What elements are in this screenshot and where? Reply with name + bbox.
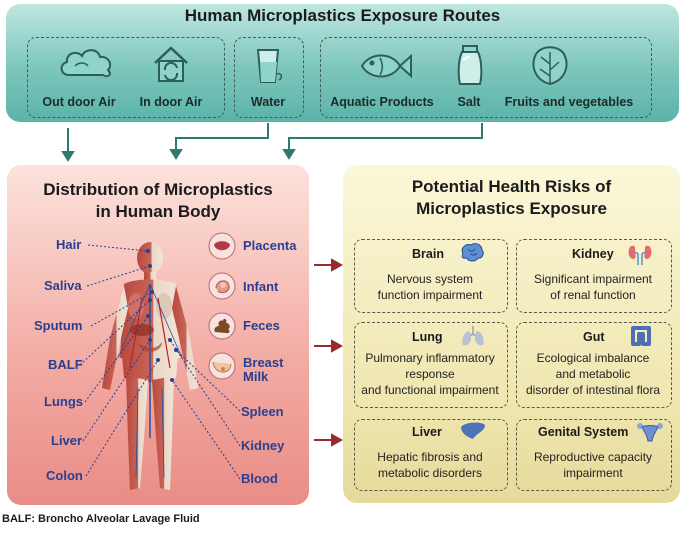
risk-card-liver: [354, 419, 508, 491]
fish-icon: [358, 48, 414, 84]
exposure-routes-title: Human Microplastics Exposure Routes: [184, 6, 501, 25]
feces-icon: [208, 312, 236, 340]
food-routes-group: [320, 37, 652, 118]
leaf-vegetable-icon: [527, 42, 573, 88]
body-label-liver: Liver: [51, 433, 83, 448]
uterus-icon: [636, 421, 664, 443]
body-label-saliva: Saliva: [44, 278, 82, 293]
cloud-icon: [57, 45, 117, 81]
body-label-kidney: Kidney: [241, 438, 285, 453]
body-label-balf: BALF: [48, 357, 83, 372]
sample-label-infant: Infant: [243, 279, 279, 294]
route-label-water: Water: [250, 95, 286, 109]
risk-card-kidney: [516, 239, 672, 313]
salt-shaker-icon: [454, 42, 486, 88]
liver-icon: [459, 421, 487, 441]
risk-desc-lung: Pulmonary inflammatory response and func…: [361, 351, 499, 397]
distribution-title: Distribution of Microplastics in Human B…: [43, 180, 273, 221]
body-label-sputum: Sputum: [34, 318, 83, 333]
sample-label-breast-milk: Breast Milk: [243, 355, 284, 384]
health-risks-panel: [343, 165, 680, 503]
risk-name-gut: Gut: [583, 330, 605, 344]
sample-label-placenta: Placenta: [243, 238, 297, 253]
sample-label-feces: Feces: [243, 318, 280, 333]
route-arrows: [61, 123, 483, 162]
risk-name-genital-system: Genital System: [538, 425, 629, 439]
lung-icon: [460, 324, 486, 348]
risk-card-gut: [516, 322, 672, 408]
risk-card-lung: [354, 322, 508, 408]
route-label-indoor-air: In door Air: [139, 95, 203, 109]
footnote: BALF: Broncho Alveolar Lavage Fluid: [2, 513, 200, 525]
risk-desc-brain: Nervous system function impairment: [377, 272, 483, 302]
body-label-blood: Blood: [241, 471, 278, 486]
water-route-group: [234, 37, 304, 118]
risk-name-lung: Lung: [412, 330, 443, 344]
body-label-hair: Hair: [56, 237, 82, 252]
infant-icon: [208, 272, 236, 300]
route-label-salt: Salt: [457, 95, 481, 109]
body-label-spleen: Spleen: [241, 404, 284, 419]
route-label-fruits-vegetables: Fruits and vegetables: [504, 95, 634, 109]
risk-card-genital-system: [516, 419, 672, 491]
body-label-colon: Colon: [46, 468, 83, 483]
air-routes-group: [27, 37, 225, 118]
risk-card-brain: [354, 239, 508, 313]
placenta-icon: [208, 232, 236, 260]
water-glass-icon: [252, 44, 286, 86]
risk-desc-genital-system: Reproductive capacity impairment: [533, 450, 653, 480]
risk-name-kidney: Kidney: [572, 247, 614, 261]
kidney-icon: [627, 242, 653, 266]
risk-desc-gut: Ecological imbalance and metabolic disor…: [525, 351, 661, 397]
risk-desc-kidney: Significant impairment of renal function: [533, 272, 653, 302]
route-label-outdoor-air: Out door Air: [42, 95, 116, 109]
risk-desc-liver: Hepatic fibrosis and metabolic disorders: [377, 450, 483, 480]
gut-icon: [629, 324, 653, 348]
brain-icon: [459, 242, 485, 264]
route-label-aquatic-products: Aquatic Products: [330, 95, 434, 109]
risk-arrows: [314, 258, 344, 447]
breast-milk-icon: [208, 352, 236, 380]
risk-name-liver: Liver: [412, 425, 442, 439]
human-body-figure: [102, 242, 198, 490]
health-risks-title: Potential Health Risks of Microplastics …: [411, 177, 612, 218]
risk-name-brain: Brain: [412, 247, 444, 261]
body-label-lungs: Lungs: [44, 394, 83, 409]
house-recycle-icon: [150, 43, 192, 85]
